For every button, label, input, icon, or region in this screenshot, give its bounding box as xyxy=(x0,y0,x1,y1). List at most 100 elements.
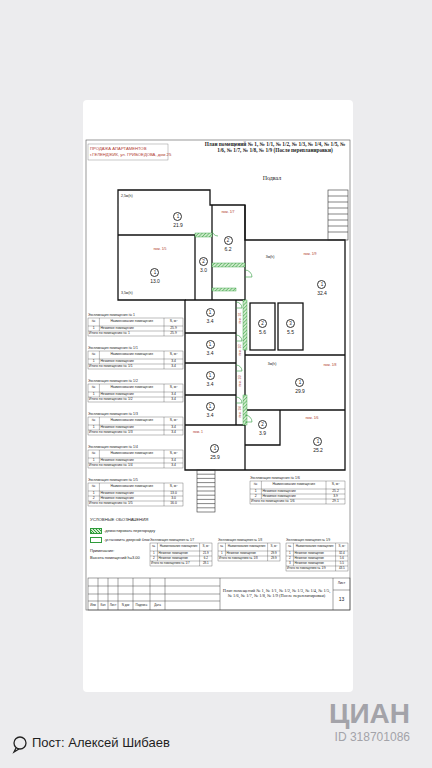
table-title: Экспликация помещения № 1 xyxy=(88,314,135,318)
stair-tread xyxy=(328,232,348,233)
table-cell: 1 xyxy=(289,552,291,555)
room-number: 1 xyxy=(206,308,215,317)
premise-name: пом. 1/2 xyxy=(239,344,242,355)
table-cell: 3.9 xyxy=(333,495,338,499)
door-blocks xyxy=(212,230,252,422)
room-area: 3.4 xyxy=(207,350,214,356)
sheet-number: 13 xyxy=(339,597,345,603)
table-grid xyxy=(164,417,165,435)
height-note: 3м(h) xyxy=(266,256,275,260)
table-cell: 1 xyxy=(93,426,95,430)
note: Высота помещений h=3.00 xyxy=(90,556,140,560)
room-area: 6.2 xyxy=(225,246,232,252)
table-total: 3.4 xyxy=(171,431,176,435)
table-title: Экспликация помещения № 1/2 xyxy=(88,380,138,384)
wall xyxy=(185,362,236,363)
table-total: 29.1 xyxy=(332,500,339,504)
table-header: Наименование помещения xyxy=(100,452,164,456)
premise-name: пом. 1/1 xyxy=(239,312,242,323)
wall xyxy=(278,303,303,350)
table-grid xyxy=(99,450,100,463)
wall xyxy=(250,303,275,350)
title-block-line xyxy=(165,578,166,610)
room-label: 25.6 xyxy=(257,318,268,336)
premise-name: пом. 1/6 xyxy=(305,417,318,421)
table-total: Итого по помещению № 1/9 xyxy=(287,567,326,570)
demolish-partition xyxy=(243,395,247,425)
stamp-header: N док xyxy=(122,604,130,607)
title-block-line xyxy=(108,578,109,610)
height-note: 3м(h) xyxy=(268,363,277,367)
room-label: 23.0 xyxy=(198,256,209,274)
room-label: 35.5 xyxy=(285,318,296,336)
table-header: S, м² xyxy=(332,483,340,487)
room-label: 125.2 xyxy=(312,436,324,454)
table-header: № xyxy=(92,353,96,357)
premise-name: пом. 1/8 xyxy=(323,364,336,368)
table-cell: 3.0 xyxy=(171,497,176,501)
table-cell: 13.0 xyxy=(170,492,177,496)
stamp-header: Изм xyxy=(90,604,96,607)
height-note: 2,5м(h) xyxy=(121,195,133,199)
table-total: Итого по помещению № 1/5 xyxy=(89,502,133,506)
stair-tread xyxy=(328,220,348,221)
door-arc xyxy=(236,365,242,371)
table-header: Наименование помещения xyxy=(226,545,267,548)
table-header: № xyxy=(254,483,258,487)
table-grid xyxy=(157,543,158,561)
stair-tread xyxy=(197,503,215,504)
table-title: Экспликация помещения № 1/6 xyxy=(250,477,300,481)
title-block-line xyxy=(150,578,151,610)
title-block-line xyxy=(333,590,350,591)
table-header: S, м² xyxy=(202,545,209,548)
table-cell: Нежилое помещение xyxy=(294,557,324,560)
room-label: 26.2 xyxy=(223,235,234,253)
table-cell: 2 xyxy=(255,495,257,499)
table-grid xyxy=(164,450,165,468)
table-header: Наименование помещения xyxy=(100,320,164,324)
room-area: 3.4 xyxy=(207,412,214,418)
table-title: Экспликация помещения № 1/7 xyxy=(150,539,194,542)
stamp-header: Лист xyxy=(110,604,117,607)
door-arc xyxy=(236,302,242,308)
table-header: S, м² xyxy=(170,452,178,456)
table-cell: Нежилое помещение xyxy=(158,552,188,555)
legend-sample xyxy=(90,537,102,543)
table-total: 3.4 xyxy=(171,398,176,402)
room-area: 5.6 xyxy=(259,329,266,335)
sheet-label: Лист xyxy=(338,582,346,586)
table-grid xyxy=(286,543,348,571)
stair-outline xyxy=(197,470,215,512)
table-total: Итого по помещению № 1/2 xyxy=(89,398,133,402)
table-header: № xyxy=(220,545,223,548)
room-label: 13.4 xyxy=(205,339,216,357)
sale-note: ПРОДАЖА АПАРТАМЕНТОВ xyxy=(90,147,146,152)
table-title: Экспликация помещения № 1/8 xyxy=(218,539,262,542)
wall xyxy=(194,235,195,300)
room-number: 1 xyxy=(150,268,159,277)
room-number: 1 xyxy=(206,340,215,349)
table-header: Наименование помещения xyxy=(100,419,164,423)
table-total: 29.9 xyxy=(271,557,277,560)
table-total: Итого по помещению № 1/1 xyxy=(89,365,133,369)
table-header: № xyxy=(92,419,96,423)
stair-tread xyxy=(197,482,215,483)
table-header: № xyxy=(92,485,96,489)
demolish-partition xyxy=(212,288,236,291)
room-number: 1 xyxy=(206,371,215,380)
table-cell: 1 xyxy=(93,459,95,463)
table-grid xyxy=(261,481,262,499)
table-grid xyxy=(99,351,100,364)
room-label: 23.9 xyxy=(257,419,268,437)
drawing-frame xyxy=(86,140,350,610)
wall xyxy=(185,424,245,425)
premise-name: пом. 1/9 xyxy=(303,253,316,257)
table-header: S, м² xyxy=(170,386,178,390)
title-block-line xyxy=(98,578,99,610)
room-label: 13.4 xyxy=(205,370,216,388)
premise-name: пом. 1/3 xyxy=(239,375,242,386)
table-cell: 3 xyxy=(289,562,291,565)
table-cell: Нежилое помещение xyxy=(100,492,133,496)
table-header: S, м² xyxy=(270,545,277,548)
